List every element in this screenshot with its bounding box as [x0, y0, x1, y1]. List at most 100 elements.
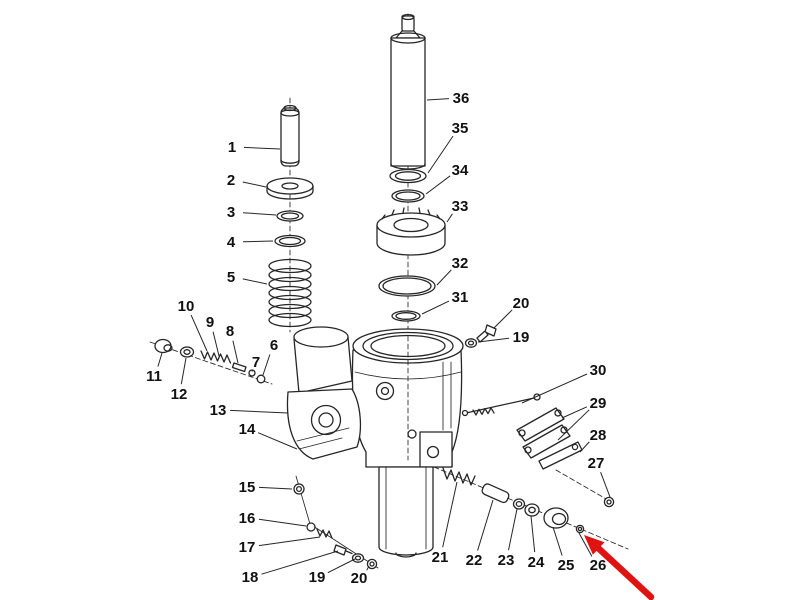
release-valve	[375, 381, 395, 401]
part-4-o-ring	[274, 234, 306, 248]
leader-line-16	[258, 518, 307, 527]
part-label-12: 12	[171, 386, 188, 403]
part-7-ball	[248, 369, 256, 377]
leader-line-30	[521, 373, 588, 404]
part-label-32: 32	[452, 255, 469, 272]
part-label-6: 6	[270, 337, 278, 354]
leader-line-17	[258, 536, 321, 547]
part-19-washer-upper	[464, 338, 478, 348]
part-25-piston-cup	[543, 507, 569, 529]
part-34-backup-ring	[391, 189, 425, 203]
part-label-20: 20	[351, 570, 368, 587]
part-8-pin	[231, 362, 247, 373]
leader-line-3	[242, 212, 277, 216]
part-label-25: 25	[558, 557, 575, 574]
part-label-22: 22	[466, 552, 483, 569]
handle-linkage-parts	[461, 393, 615, 508]
part-23-o-ring	[512, 498, 526, 510]
part-label-7: 7	[252, 354, 260, 371]
part-label-5: 5	[227, 269, 235, 286]
part-label-26: 26	[590, 557, 607, 574]
part-12-washer	[179, 346, 195, 358]
part-label-18: 18	[242, 569, 259, 586]
valve-block	[419, 431, 453, 468]
leader-lines	[157, 98, 611, 575]
part-3-seal-ring	[276, 210, 304, 222]
part-19-washer-lower	[351, 553, 365, 563]
part-label-27: 27	[588, 455, 605, 472]
part-label-13: 13	[210, 402, 227, 419]
part-2-washer-disc	[266, 177, 314, 200]
leader-line-9	[212, 331, 220, 357]
leader-line-4	[242, 240, 274, 243]
part-20-bolt-upper	[476, 324, 497, 343]
red-arrow	[584, 535, 655, 600]
leader-line-8	[232, 340, 239, 364]
release-valve-parts	[293, 475, 379, 570]
part-22-plunger	[481, 483, 510, 504]
part-label-10: 10	[178, 298, 195, 315]
leader-line-12	[180, 357, 187, 385]
red-arrow-head	[584, 535, 605, 555]
leader-line-6	[262, 354, 271, 376]
part-label-30: 30	[590, 362, 607, 379]
leader-line-33	[446, 213, 453, 223]
part-label-9: 9	[206, 314, 214, 331]
leader-line-14	[257, 432, 298, 450]
pump-piston-parts	[433, 466, 629, 550]
part-21-spring	[442, 467, 476, 486]
part-31-small-ring	[391, 310, 421, 322]
leader-line-29	[561, 406, 588, 419]
inlet-valve-parts	[149, 338, 273, 385]
part-label-34: 34	[452, 162, 469, 179]
part-label-20: 20	[513, 295, 530, 312]
part-24-washer	[524, 503, 540, 517]
main-body-casting	[286, 326, 464, 558]
part-label-8: 8	[226, 323, 234, 340]
part-label-29: 29	[590, 395, 607, 412]
leader-line-28	[579, 441, 590, 453]
leader-line-27	[600, 472, 611, 498]
part-label-28: 28	[590, 427, 607, 444]
part-label-2: 2	[227, 172, 235, 189]
part-5-spring	[268, 258, 312, 328]
part-16-ball	[306, 522, 316, 532]
part-label-16: 16	[239, 510, 256, 527]
leader-line-1	[243, 146, 281, 150]
leader-line-29	[557, 409, 590, 441]
part-33-gland-nut	[376, 207, 446, 256]
part-30-link-pin	[461, 393, 541, 417]
leader-line-36	[426, 98, 450, 101]
part-18-screw	[333, 544, 353, 556]
part-label-23: 23	[498, 552, 515, 569]
part-label-15: 15	[239, 479, 256, 496]
part-label-24: 24	[528, 554, 545, 571]
part-20-nut-lower	[366, 558, 378, 570]
leader-line-13	[229, 409, 289, 414]
part-label-11: 11	[146, 368, 162, 385]
part-27-nut	[603, 496, 615, 508]
part-17-spring	[316, 528, 333, 539]
part-label-19: 19	[513, 329, 530, 346]
part-36-ram-piston	[390, 13, 426, 170]
part-6-ball	[256, 374, 266, 384]
red-arrow-shaft	[593, 543, 655, 600]
leader-line-7	[251, 369, 254, 372]
part-label-17: 17	[239, 539, 256, 556]
part-label-3: 3	[227, 204, 235, 221]
part-11-cap-nut	[154, 338, 173, 354]
leader-line-15	[258, 486, 293, 490]
part-label-21: 21	[432, 549, 449, 566]
leader-line-2	[242, 181, 267, 188]
part-label-19: 19	[309, 569, 326, 586]
leader-line-34	[425, 175, 451, 195]
leader-line-10	[190, 314, 208, 352]
part-35-o-ring	[389, 168, 427, 184]
leader-line-32	[436, 269, 452, 286]
part-29-link-plates	[516, 407, 571, 459]
leader-line-26	[578, 532, 593, 557]
overload-valve-parts	[464, 324, 497, 348]
lower-cylinder	[378, 466, 434, 556]
